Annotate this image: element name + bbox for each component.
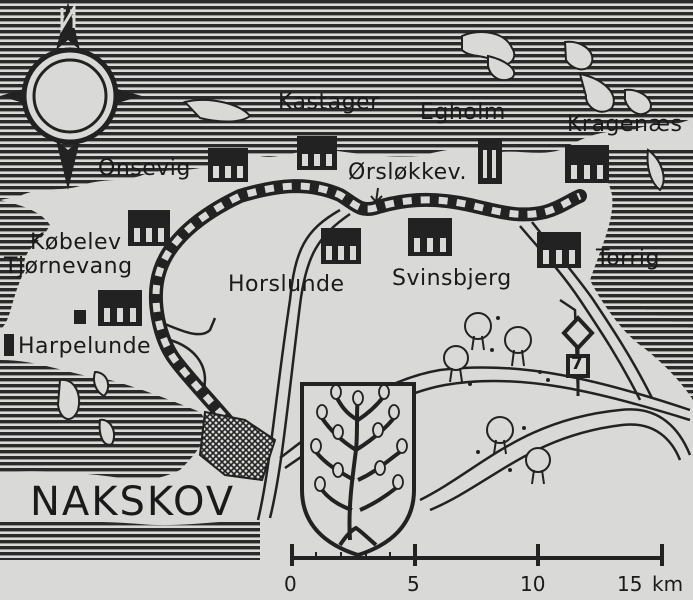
scale-unit: km xyxy=(652,572,684,596)
place-label-kobelev: Købelev xyxy=(30,230,122,255)
railway xyxy=(148,179,587,437)
scale-tick-5: 5 xyxy=(407,572,420,596)
road-sign-icon xyxy=(561,315,595,396)
farm-buildings xyxy=(98,136,609,326)
town-hatch-icon xyxy=(198,410,277,482)
tree-icon xyxy=(504,326,532,367)
trees xyxy=(443,312,551,485)
place-label-egholm: Egholm xyxy=(420,100,506,125)
sea-north xyxy=(0,0,693,200)
farm-building-icon xyxy=(208,148,248,182)
farm-building-icon xyxy=(98,290,142,326)
place-label-kragenaes: Kragenæs xyxy=(567,112,683,137)
place-label-torrig: Torrig xyxy=(596,246,660,271)
scale-tick-15: 15 xyxy=(617,572,643,596)
place-label-kastager: Kastager xyxy=(278,90,380,115)
sea-southwest-lower xyxy=(0,520,260,560)
place-label-tjornevang: Tjørnevang xyxy=(4,254,133,279)
farm-building-icon xyxy=(537,232,581,268)
road-sign-number: 7 xyxy=(571,354,584,374)
scale-tick-0: 0 xyxy=(284,572,297,596)
sea-west xyxy=(0,200,50,330)
farm-building-icon xyxy=(565,145,609,183)
place-label-onsevig: Onsevig xyxy=(98,156,191,181)
farm-building-icon xyxy=(321,228,361,264)
pointer-arrow xyxy=(370,187,383,204)
scale-tick-10: 10 xyxy=(520,572,546,596)
tree-icon xyxy=(443,345,469,383)
small-markers xyxy=(4,310,86,356)
farm-building-icon xyxy=(297,136,337,170)
place-label-orslokkev: Ørsløkkev. xyxy=(348,160,467,185)
sea-southeast xyxy=(640,280,693,330)
tree-icon xyxy=(525,447,551,485)
farm-building-icon xyxy=(128,210,170,246)
tree-icon xyxy=(464,312,492,351)
place-label-harpelunde: Harpelunde xyxy=(18,334,152,359)
place-label-horslunde: Horslunde xyxy=(228,272,345,297)
tree-dots xyxy=(468,316,550,472)
tree-icon xyxy=(486,416,514,455)
farm-building-icon xyxy=(478,138,502,184)
place-label-svinsbjerg: Svinsbjerg xyxy=(392,266,512,291)
sea-east xyxy=(590,147,693,400)
scale-bar xyxy=(290,544,664,566)
farm-building-icon xyxy=(408,218,452,256)
islands xyxy=(56,31,665,446)
place-label-nakskov: NAKSKOV xyxy=(30,479,236,525)
compass-rose-icon xyxy=(0,2,142,190)
coat-of-arms-icon xyxy=(300,382,416,558)
